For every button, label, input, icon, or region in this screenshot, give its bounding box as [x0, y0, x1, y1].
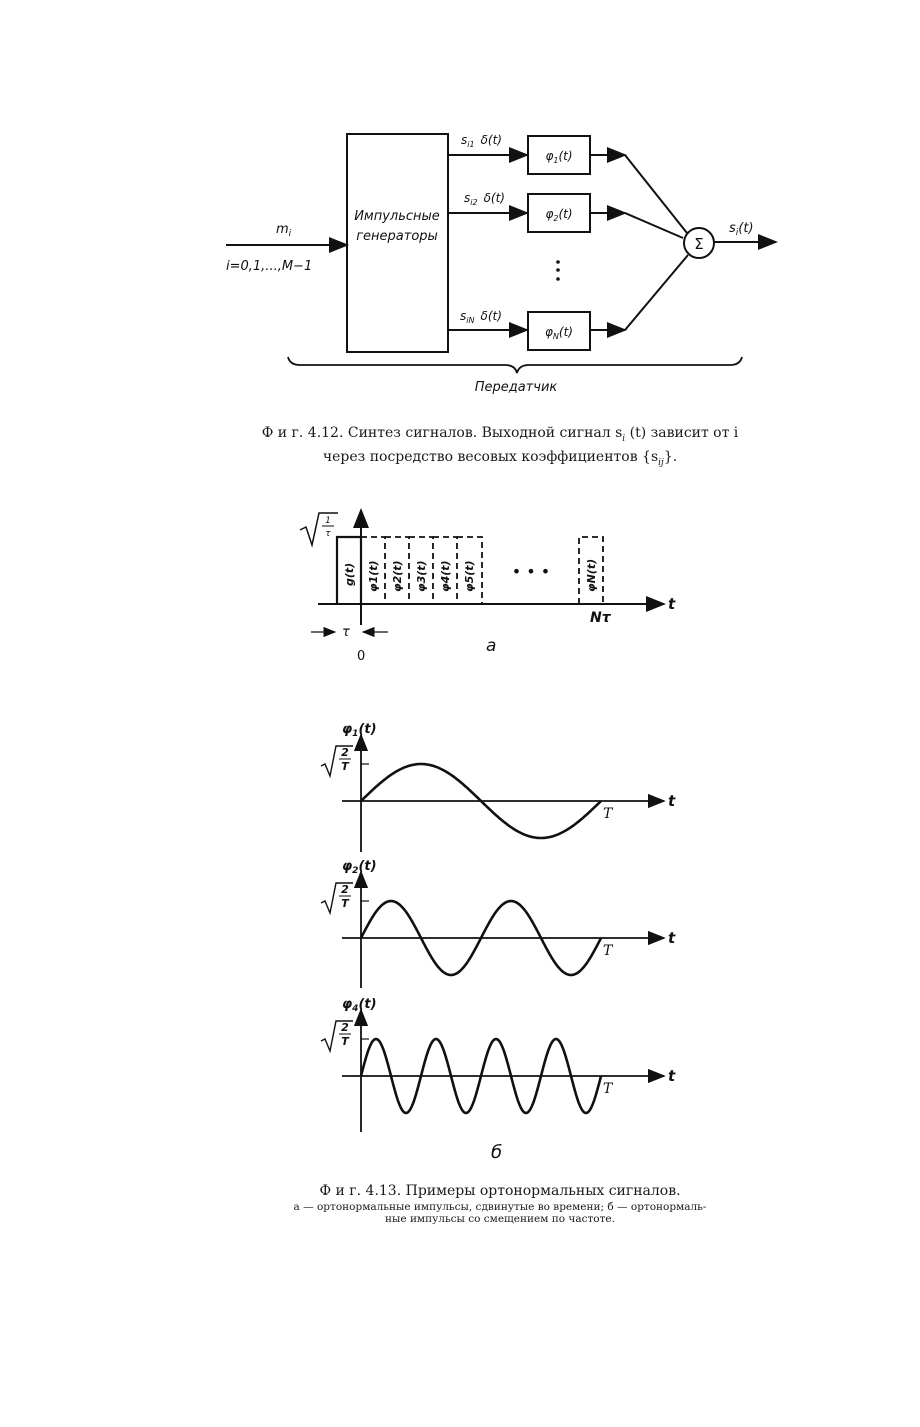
- fig-4-13a-pulses: [299, 508, 666, 638]
- pulse-g: [335, 535, 363, 604]
- pulse-label-phiN: φN(t): [585, 559, 598, 592]
- a-sqrt-symbol: [299, 512, 338, 548]
- brace-label: Передатчик: [475, 380, 558, 395]
- caption-4-12: Ф и г. 4.12. Синтез сигналов. Выходной с…: [150, 424, 850, 472]
- pulse-phiN: [578, 536, 604, 604]
- pulse-label-phi2: φ2(t): [391, 560, 404, 592]
- wave-title: φ2(t): [342, 859, 377, 876]
- pulse-label-g: g(t): [343, 563, 356, 586]
- caption-4-13-line1: а — ортонормальные импульсы, сдвинутые в…: [293, 1201, 707, 1213]
- b-panel-label: б: [491, 1142, 503, 1163]
- wave-amp-den: T: [341, 897, 350, 910]
- wave-axis-label: t: [668, 929, 676, 947]
- input-label: mi: [276, 222, 292, 239]
- wave-end-label: T: [603, 806, 614, 822]
- caption-4-13-title: Ф и г. 4.13. Примеры ортонормальных сигн…: [319, 1183, 681, 1199]
- output-label: si(t): [729, 221, 754, 238]
- wave-amp-num: 2: [341, 883, 349, 896]
- wave-title: φ4(t): [342, 997, 377, 1014]
- fig-4-12-diagram: [226, 133, 778, 374]
- pulse-label-phi5: φ5(t): [463, 560, 476, 592]
- a-tau-label: τ: [342, 625, 350, 640]
- wave-curve: [359, 1037, 603, 1115]
- wave-amp-num: 2: [341, 746, 349, 759]
- block-label-1: Импульсные: [354, 209, 440, 224]
- caption-4-13: Ф и г. 4.13. Примеры ортонормальных сигн…: [150, 1183, 850, 1225]
- a-amp-num: 1: [325, 516, 331, 526]
- pulse-label-phi4: φ4(t): [439, 560, 452, 592]
- wave-amp-num: 2: [341, 1021, 349, 1034]
- wave-axis-label: t: [668, 1067, 676, 1085]
- filter-label-2: φ2(t): [545, 207, 572, 223]
- wave-sqrt-symbol: [320, 1020, 353, 1054]
- filter-label-1: φ1(t): [545, 149, 572, 165]
- a-amp-den: τ: [325, 529, 331, 539]
- wave-amp-den: T: [341, 1035, 350, 1048]
- transmitter-brace: [287, 356, 743, 374]
- input-range: i=0,1,...,M−1: [226, 259, 312, 274]
- a-zero-label: 0: [357, 649, 365, 664]
- wave-sqrt-symbol: [320, 882, 353, 916]
- pulse-label-phi3: φ3(t): [415, 560, 428, 592]
- caption-4-13-line2: ные импульсы со смещением по частоте.: [385, 1213, 615, 1225]
- pulse-generator-block: [346, 133, 449, 353]
- wave-amp-den: T: [341, 760, 350, 773]
- caption-4-12-line2: через посредство весовых коэффициентов {…: [322, 448, 678, 468]
- caption-4-12-line1: Ф и г. 4.12. Синтез сигналов. Выходной с…: [261, 425, 739, 444]
- wave-curve: [360, 762, 602, 840]
- wave-axis-label: t: [668, 792, 676, 810]
- wave-end-label: T: [603, 1081, 614, 1097]
- a-t-label: t: [668, 595, 676, 613]
- a-end-label: Nτ: [590, 610, 612, 626]
- filter-label-n: φN(t): [545, 325, 573, 341]
- pulse-phi5: [457, 536, 483, 604]
- wave-end-label: T: [603, 943, 614, 959]
- a-ellipsis: • • •: [512, 562, 550, 581]
- wave-sqrt-symbol: [320, 745, 353, 779]
- pulse-label-phi1: φ1(t): [367, 560, 380, 592]
- a-panel-label: a: [486, 636, 496, 656]
- block-label-2: генераторы: [356, 229, 438, 244]
- wave-title: φ1(t): [342, 722, 377, 739]
- wave-curve: [359, 899, 603, 977]
- summer-symbol: Σ: [694, 235, 703, 253]
- vertical-ellipsis: [556, 260, 560, 281]
